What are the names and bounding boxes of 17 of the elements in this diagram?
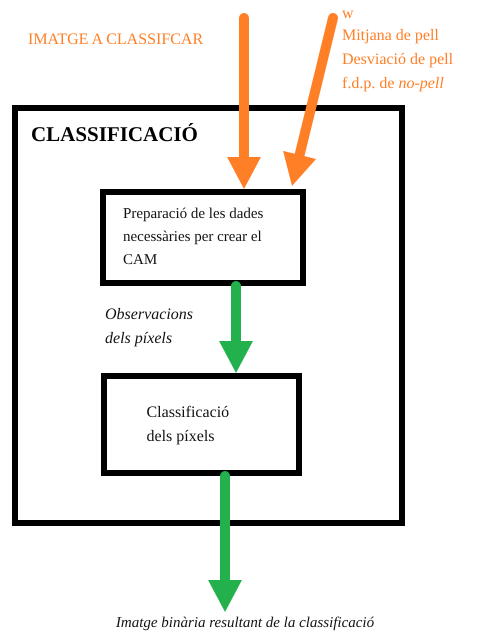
box-heading: CLASSIFICACIÓ [31, 121, 198, 148]
edge-label: Observacions dels píxels [105, 305, 194, 349]
output-text: Imatge binària resultant de la classificació [116, 614, 374, 633]
box-text: Classificació dels píxels [146, 402, 230, 446]
input-label: IMATGE A CLASSIFCAR [28, 30, 204, 50]
arrow [219, 281, 253, 373]
process-box [100, 189, 306, 286]
arrow [208, 471, 242, 612]
input-label: f.d.p. de no-pell [342, 74, 444, 94]
input-label: w [342, 4, 354, 24]
input-label: Desviació de pell [342, 50, 454, 70]
input-label: Mitjana de pell [342, 26, 439, 46]
box-text: Preparació de les dades necessàries per crear el CAM [123, 205, 264, 270]
process-box [12, 105, 405, 526]
arrow [283, 13, 338, 186]
process-box [101, 373, 302, 476]
arrow [227, 13, 261, 189]
